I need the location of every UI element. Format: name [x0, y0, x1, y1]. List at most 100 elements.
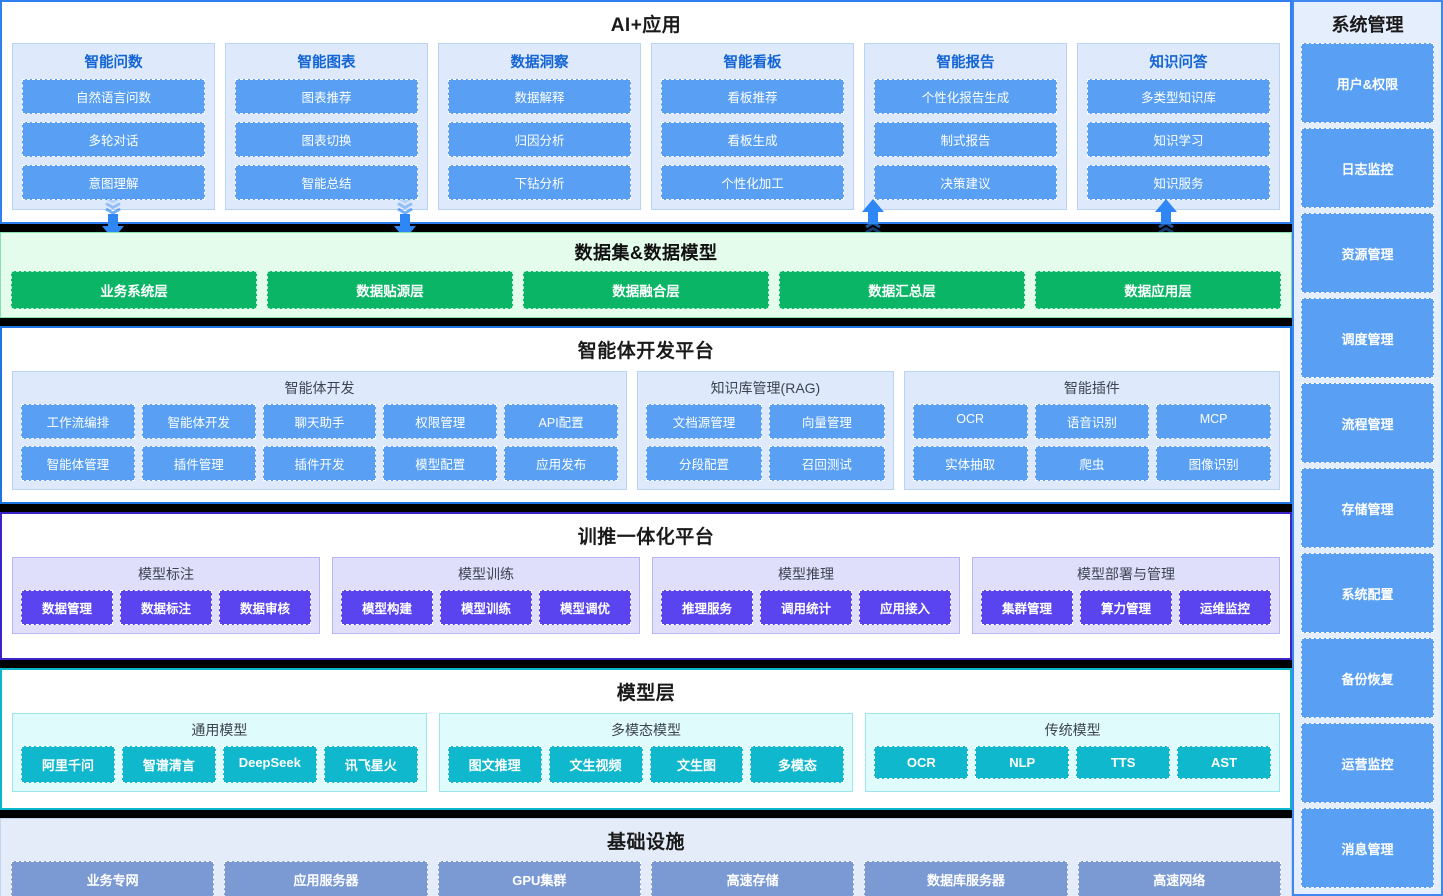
- ai-application-feature[interactable]: 制式报告: [874, 122, 1057, 157]
- ai-application-feature[interactable]: 个性化报告生成: [874, 79, 1057, 114]
- train-feature[interactable]: 数据审核: [219, 590, 311, 625]
- model-item[interactable]: 文生图: [649, 746, 744, 783]
- data-layer-items: 业务系统层数据贴源层数据融合层数据汇总层数据应用层: [1, 265, 1291, 309]
- agent-feature[interactable]: 分段配置: [646, 446, 762, 481]
- ai-application-feature[interactable]: 多轮对话: [22, 122, 205, 157]
- agent-feature[interactable]: 召回测试: [768, 446, 885, 481]
- ai-application-feature[interactable]: 数据解释: [448, 79, 631, 114]
- train-feature[interactable]: 调用统计: [760, 590, 852, 625]
- agent-feature[interactable]: 智能体开发: [141, 404, 256, 439]
- model-item[interactable]: 多模态: [750, 746, 845, 783]
- agent-feature[interactable]: 工作流编排: [21, 404, 135, 439]
- infrastructure-item[interactable]: 业务专网: [11, 861, 215, 896]
- ai-application-feature[interactable]: 看板推荐: [661, 79, 844, 114]
- agent-group-title: 知识库管理(RAG): [710, 380, 821, 396]
- train-feature[interactable]: 数据标注: [120, 590, 212, 625]
- layer-title-model: 模型层: [616, 683, 676, 704]
- model-item[interactable]: OCR: [874, 746, 969, 779]
- model-item[interactable]: 文生视频: [548, 746, 643, 783]
- ai-application-feature[interactable]: 下钻分析: [448, 165, 631, 200]
- model-item[interactable]: TTS: [1076, 746, 1171, 779]
- agent-feature[interactable]: OCR: [912, 404, 1028, 439]
- agent-feature[interactable]: 实体抽取: [912, 446, 1028, 481]
- model-item[interactable]: AST: [1177, 746, 1272, 779]
- train-feature[interactable]: 模型训练: [440, 590, 532, 625]
- ai-application-feature[interactable]: 看板生成: [661, 122, 844, 157]
- sidebar-item-5[interactable]: 流程管理: [1301, 383, 1434, 463]
- ai-application-feature[interactable]: 智能总结: [235, 165, 418, 200]
- agent-feature[interactable]: 模型配置: [383, 446, 498, 481]
- data-layer-item[interactable]: 数据汇总层: [779, 271, 1025, 309]
- ai-application-feature[interactable]: 归因分析: [448, 122, 631, 157]
- infrastructure-item[interactable]: 高速网络: [1077, 861, 1281, 896]
- ai-application-feature[interactable]: 多类型知识库: [1087, 79, 1270, 114]
- model-item[interactable]: DeepSeek: [222, 746, 317, 783]
- train-feature[interactable]: 应用接入: [859, 590, 951, 625]
- agent-feature[interactable]: 智能体管理: [21, 446, 135, 481]
- train-feature[interactable]: 运维监控: [1179, 590, 1271, 625]
- agent-feature[interactable]: 文档源管理: [646, 404, 762, 439]
- agent-feature[interactable]: 插件开发: [262, 446, 377, 481]
- agent-feature[interactable]: 向量管理: [768, 404, 885, 439]
- agent-feature[interactable]: 图像识别: [1156, 446, 1271, 481]
- agent-feature[interactable]: 爬虫: [1034, 446, 1150, 481]
- train-platform-groups: 模型标注数据管理数据标注数据审核模型训练模型构建模型训练模型调优模型推理推理服务…: [2, 549, 1290, 634]
- infrastructure-item[interactable]: 高速存储: [650, 861, 855, 896]
- sidebar-item-6[interactable]: 存储管理: [1301, 468, 1434, 548]
- infrastructure-items: 业务专网应用服务器 GPU集群高速存储数据库服务器高速网络: [1, 854, 1291, 896]
- system-management-sidebar: 系统管理 用户&权限日志监控资源管理调度管理流程管理存储管理系统配置备份恢复运营…: [1292, 0, 1443, 896]
- sidebar-item-3[interactable]: 资源管理: [1301, 213, 1434, 293]
- sidebar-item-10[interactable]: 消息管理: [1301, 808, 1434, 888]
- ai-application-feature[interactable]: 知识学习: [1087, 122, 1270, 157]
- layer-data-models: 数据集&数据模型 业务系统层数据贴源层数据融合层数据汇总层数据应用层: [0, 232, 1292, 318]
- ai-application-card: 智能报告个性化报告生成制式报告决策建议: [864, 43, 1067, 210]
- sidebar-item-9[interactable]: 运营监控: [1301, 723, 1434, 803]
- ai-application-feature[interactable]: 图表推荐: [235, 79, 418, 114]
- ai-application-feature[interactable]: 知识服务: [1087, 165, 1270, 200]
- agent-feature[interactable]: 插件管理: [141, 446, 256, 481]
- model-item[interactable]: NLP: [975, 746, 1070, 779]
- ai-application-card-title: 智能报告: [936, 55, 995, 71]
- sidebar-item-7[interactable]: 系统配置: [1301, 553, 1434, 633]
- sidebar-item-8[interactable]: 备份恢复: [1301, 638, 1434, 718]
- ai-application-feature[interactable]: 意图理解: [22, 165, 205, 200]
- ai-application-card: 数据洞察数据解释归因分析下钻分析: [438, 43, 641, 210]
- data-layer-item[interactable]: 数据融合层: [523, 271, 769, 309]
- model-item[interactable]: 图文推理: [447, 746, 542, 783]
- model-item[interactable]: 智谱清言: [121, 746, 216, 783]
- agent-feature[interactable]: 权限管理: [383, 404, 498, 439]
- infrastructure-item[interactable]: 应用服务器: [224, 861, 428, 896]
- agent-feature[interactable]: MCP: [1156, 404, 1271, 439]
- sidebar-item-4[interactable]: 调度管理: [1301, 298, 1434, 378]
- layer-separator: [0, 810, 1292, 818]
- model-group-title: 多模态模型: [611, 722, 681, 738]
- agent-feature[interactable]: 聊天助手: [262, 404, 377, 439]
- data-layer-item[interactable]: 业务系统层: [11, 271, 257, 309]
- data-layer-item[interactable]: 数据应用层: [1035, 271, 1281, 309]
- infrastructure-item[interactable]: 数据库服务器: [864, 861, 1068, 896]
- ai-application-feature[interactable]: 自然语言问数: [22, 79, 205, 114]
- model-item[interactable]: 阿里千问: [21, 746, 115, 783]
- sidebar-item-1[interactable]: 用户&权限: [1301, 43, 1434, 123]
- agent-feature[interactable]: 语音识别: [1034, 404, 1150, 439]
- sidebar-item-2[interactable]: 日志监控: [1301, 128, 1434, 208]
- data-layer-item[interactable]: 数据贴源层: [267, 271, 513, 309]
- train-group-title: 模型训练: [458, 566, 514, 582]
- train-feature[interactable]: 模型构建: [341, 590, 433, 625]
- train-feature[interactable]: 推理服务: [661, 590, 753, 625]
- infrastructure-item[interactable]: GPU集群: [437, 861, 641, 896]
- train-feature[interactable]: 模型调优: [539, 590, 631, 625]
- ai-application-feature[interactable]: 个性化加工: [661, 165, 844, 200]
- agent-feature[interactable]: API配置: [504, 404, 618, 439]
- train-feature[interactable]: 数据管理: [21, 590, 113, 625]
- train-feature[interactable]: 集群管理: [981, 590, 1073, 625]
- train-feature[interactable]: 算力管理: [1080, 590, 1172, 625]
- ai-application-feature[interactable]: 决策建议: [874, 165, 1057, 200]
- model-item[interactable]: 讯飞星火: [323, 746, 418, 783]
- ai-application-feature[interactable]: 图表切换: [235, 122, 418, 157]
- agent-feature[interactable]: 应用发布: [504, 446, 618, 481]
